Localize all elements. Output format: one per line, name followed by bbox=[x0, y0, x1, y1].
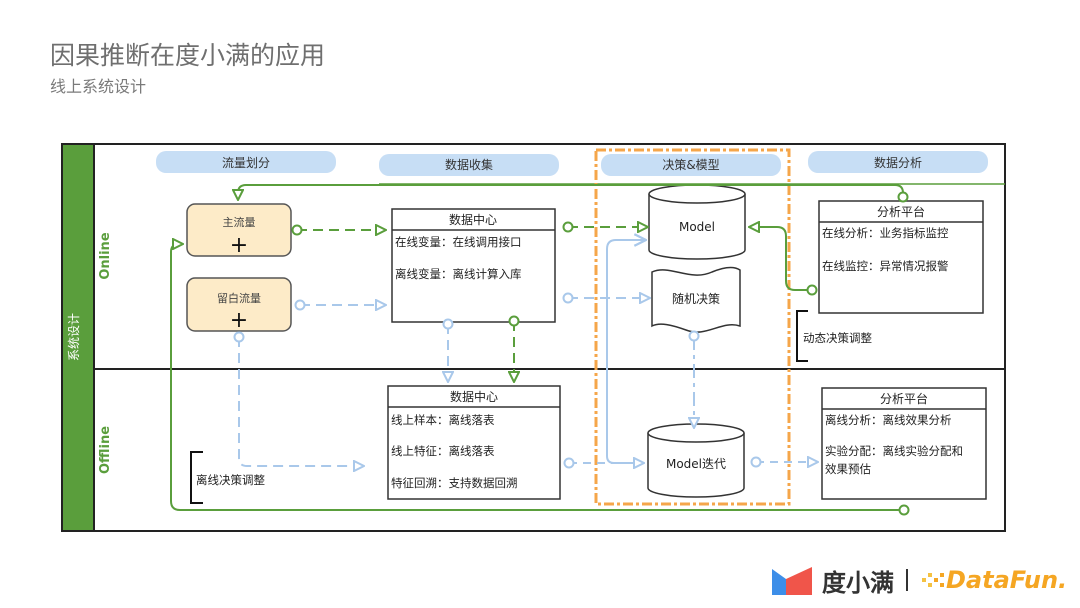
offline-data-center-line-3: 特征回溯：支持数据回溯 bbox=[391, 476, 518, 490]
offline-analysis-title: 分析平台 bbox=[880, 391, 928, 406]
lane-label-offline: Offline bbox=[98, 426, 113, 474]
page-title: 因果推断在度小满的应用 bbox=[50, 41, 326, 70]
column-header-analysis-label: 数据分析 bbox=[874, 155, 922, 170]
edge-offline-analysis-to-main-traffic bbox=[170, 244, 904, 510]
offline-data-center-line-1: 线上样本：离线落表 bbox=[391, 413, 495, 427]
pool-header bbox=[61, 143, 95, 532]
offline-adjust-label: 离线决策调整 bbox=[196, 473, 265, 487]
online-data-center-line-1: 在线变量：在线调用接口 bbox=[395, 235, 522, 249]
brand-name: 度小满 bbox=[822, 568, 894, 597]
column-header-data-label: 数据收集 bbox=[445, 157, 493, 172]
datafun-dots-icon bbox=[922, 573, 944, 587]
main-traffic-label: 主流量 bbox=[223, 215, 256, 229]
column-header-data bbox=[379, 154, 559, 176]
column-header-analysis bbox=[808, 151, 988, 173]
reserved-traffic-plus-icon: + bbox=[230, 308, 248, 333]
random-decision-label: 随机决策 bbox=[672, 291, 720, 306]
logo-divider bbox=[906, 569, 908, 591]
reserved-traffic-label: 留白流量 bbox=[217, 291, 261, 305]
offline-analysis-line-1: 离线分析：离线效果分析 bbox=[825, 413, 952, 427]
edge-analysis-to-main-traffic bbox=[238, 184, 903, 200]
lane-label-online: Online bbox=[98, 232, 113, 279]
pool-label: 系统设计 bbox=[67, 313, 81, 361]
offline-data-center-line-2: 线上特征：离线落表 bbox=[391, 444, 495, 458]
model-label: Model bbox=[679, 220, 715, 234]
main-traffic-plus-icon: + bbox=[230, 233, 248, 258]
online-data-center-title: 数据中心 bbox=[449, 212, 497, 227]
online-data-center-line-2: 离线变量：离线计算入库 bbox=[395, 267, 522, 281]
duxiaoman-logo-icon bbox=[772, 567, 812, 595]
page-subtitle: 线上系统设计 bbox=[50, 77, 147, 96]
dynamic-adjust-label: 动态决策调整 bbox=[803, 331, 872, 345]
offline-analysis-line-2: 实验分配：离线实验分配和 bbox=[825, 444, 963, 458]
column-header-traffic bbox=[156, 151, 336, 173]
online-analysis-line-1: 在线分析：业务指标监控 bbox=[822, 226, 949, 240]
footer-logos: 度小满 DataFun. bbox=[770, 560, 1067, 600]
partner-name: DataFun. bbox=[946, 566, 1068, 594]
model-iteration-label: Model迭代 bbox=[666, 457, 726, 471]
offline-data-center-title: 数据中心 bbox=[450, 389, 498, 404]
column-header-model bbox=[601, 154, 781, 176]
online-analysis-line-2: 在线监控：异常情况报警 bbox=[822, 259, 949, 273]
online-analysis-title: 分析平台 bbox=[877, 204, 925, 219]
offline-analysis-line-3: 效果预估 bbox=[825, 462, 871, 476]
column-header-model-label: 决策&模型 bbox=[662, 158, 719, 172]
column-header-traffic-label: 流量划分 bbox=[222, 156, 270, 170]
